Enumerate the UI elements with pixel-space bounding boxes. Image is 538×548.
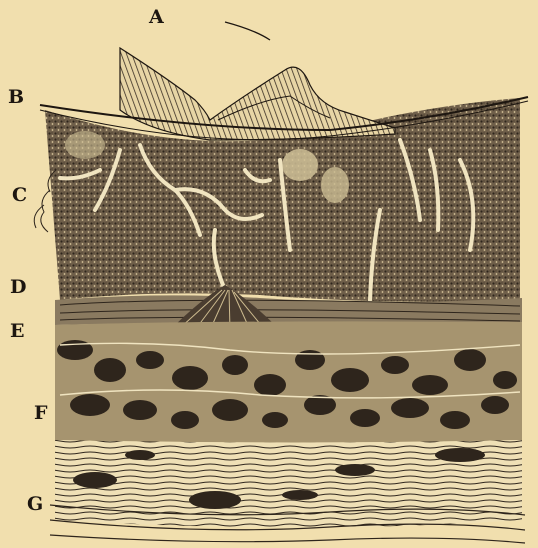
label-g: G bbox=[27, 495, 43, 514]
epidermis-bump bbox=[120, 48, 395, 140]
label-c: C bbox=[12, 186, 27, 205]
label-f: F bbox=[34, 404, 48, 423]
label-a: A bbox=[149, 8, 164, 27]
label-b: B bbox=[8, 88, 24, 107]
label-e: E bbox=[10, 322, 24, 341]
label-d: D bbox=[10, 278, 26, 297]
